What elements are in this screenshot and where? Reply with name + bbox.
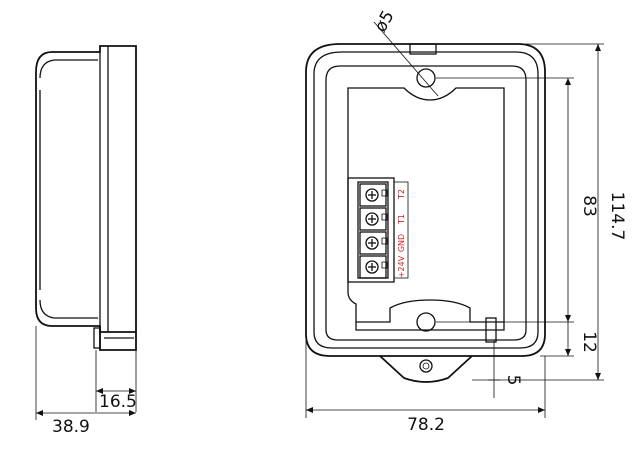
terminal-slot-2 [359,207,388,231]
terminal-label-t2: T2 [397,189,406,200]
dim-tab-offset: 5 [503,375,523,386]
screw-icon [365,212,379,226]
front-outer-inner-rim [313,51,539,349]
front-view: T2 T1 GND +24V ø5 83 12 114.7 5 78.2 [305,7,627,435]
terminal-block: T2 T1 GND +24V [347,177,409,283]
terminal-label-strip [393,181,409,279]
terminal-slot-3 [359,231,388,255]
front-top-notch [409,43,437,55]
front-inner-wall [325,65,527,341]
tab-hole [419,359,433,373]
screw-icon [365,236,379,250]
dim-side-base: 16.5 [99,392,137,412]
terminal-label-t1: T1 [397,214,406,225]
front-side-clip [485,317,497,343]
dim-front-height: 114.7 [607,192,627,241]
screw-icon [365,188,379,202]
dim-side-depth: 38.9 [52,417,90,437]
dim-hole-diameter: ø5 [371,7,399,35]
side-body-outline [35,45,137,333]
side-view: 16.5 38.9 [35,45,137,437]
tab-hole-inner [422,362,430,370]
front-bottom-tab [379,355,473,383]
terminal-label-gnd: GND [397,234,406,252]
top-hole [416,68,436,88]
terminal-slot-1 [359,183,388,207]
front-plate-lower [355,322,505,331]
arrowheads [36,44,601,416]
side-inner-contour [39,59,98,319]
dim-front-width: 78.2 [407,415,445,435]
terminal-slot-4 [359,255,388,279]
front-mount-plate [347,87,505,323]
bottom-hole [416,312,436,332]
hole-leader-line [373,21,439,97]
front-outer-outline [305,43,546,357]
screw-icon [365,260,379,274]
terminal-label-24v: +24V [397,255,406,278]
dim-lower-offset: 12 [579,331,599,353]
side-connector-stub [93,327,101,349]
dim-hole-spacing: 83 [579,195,599,217]
